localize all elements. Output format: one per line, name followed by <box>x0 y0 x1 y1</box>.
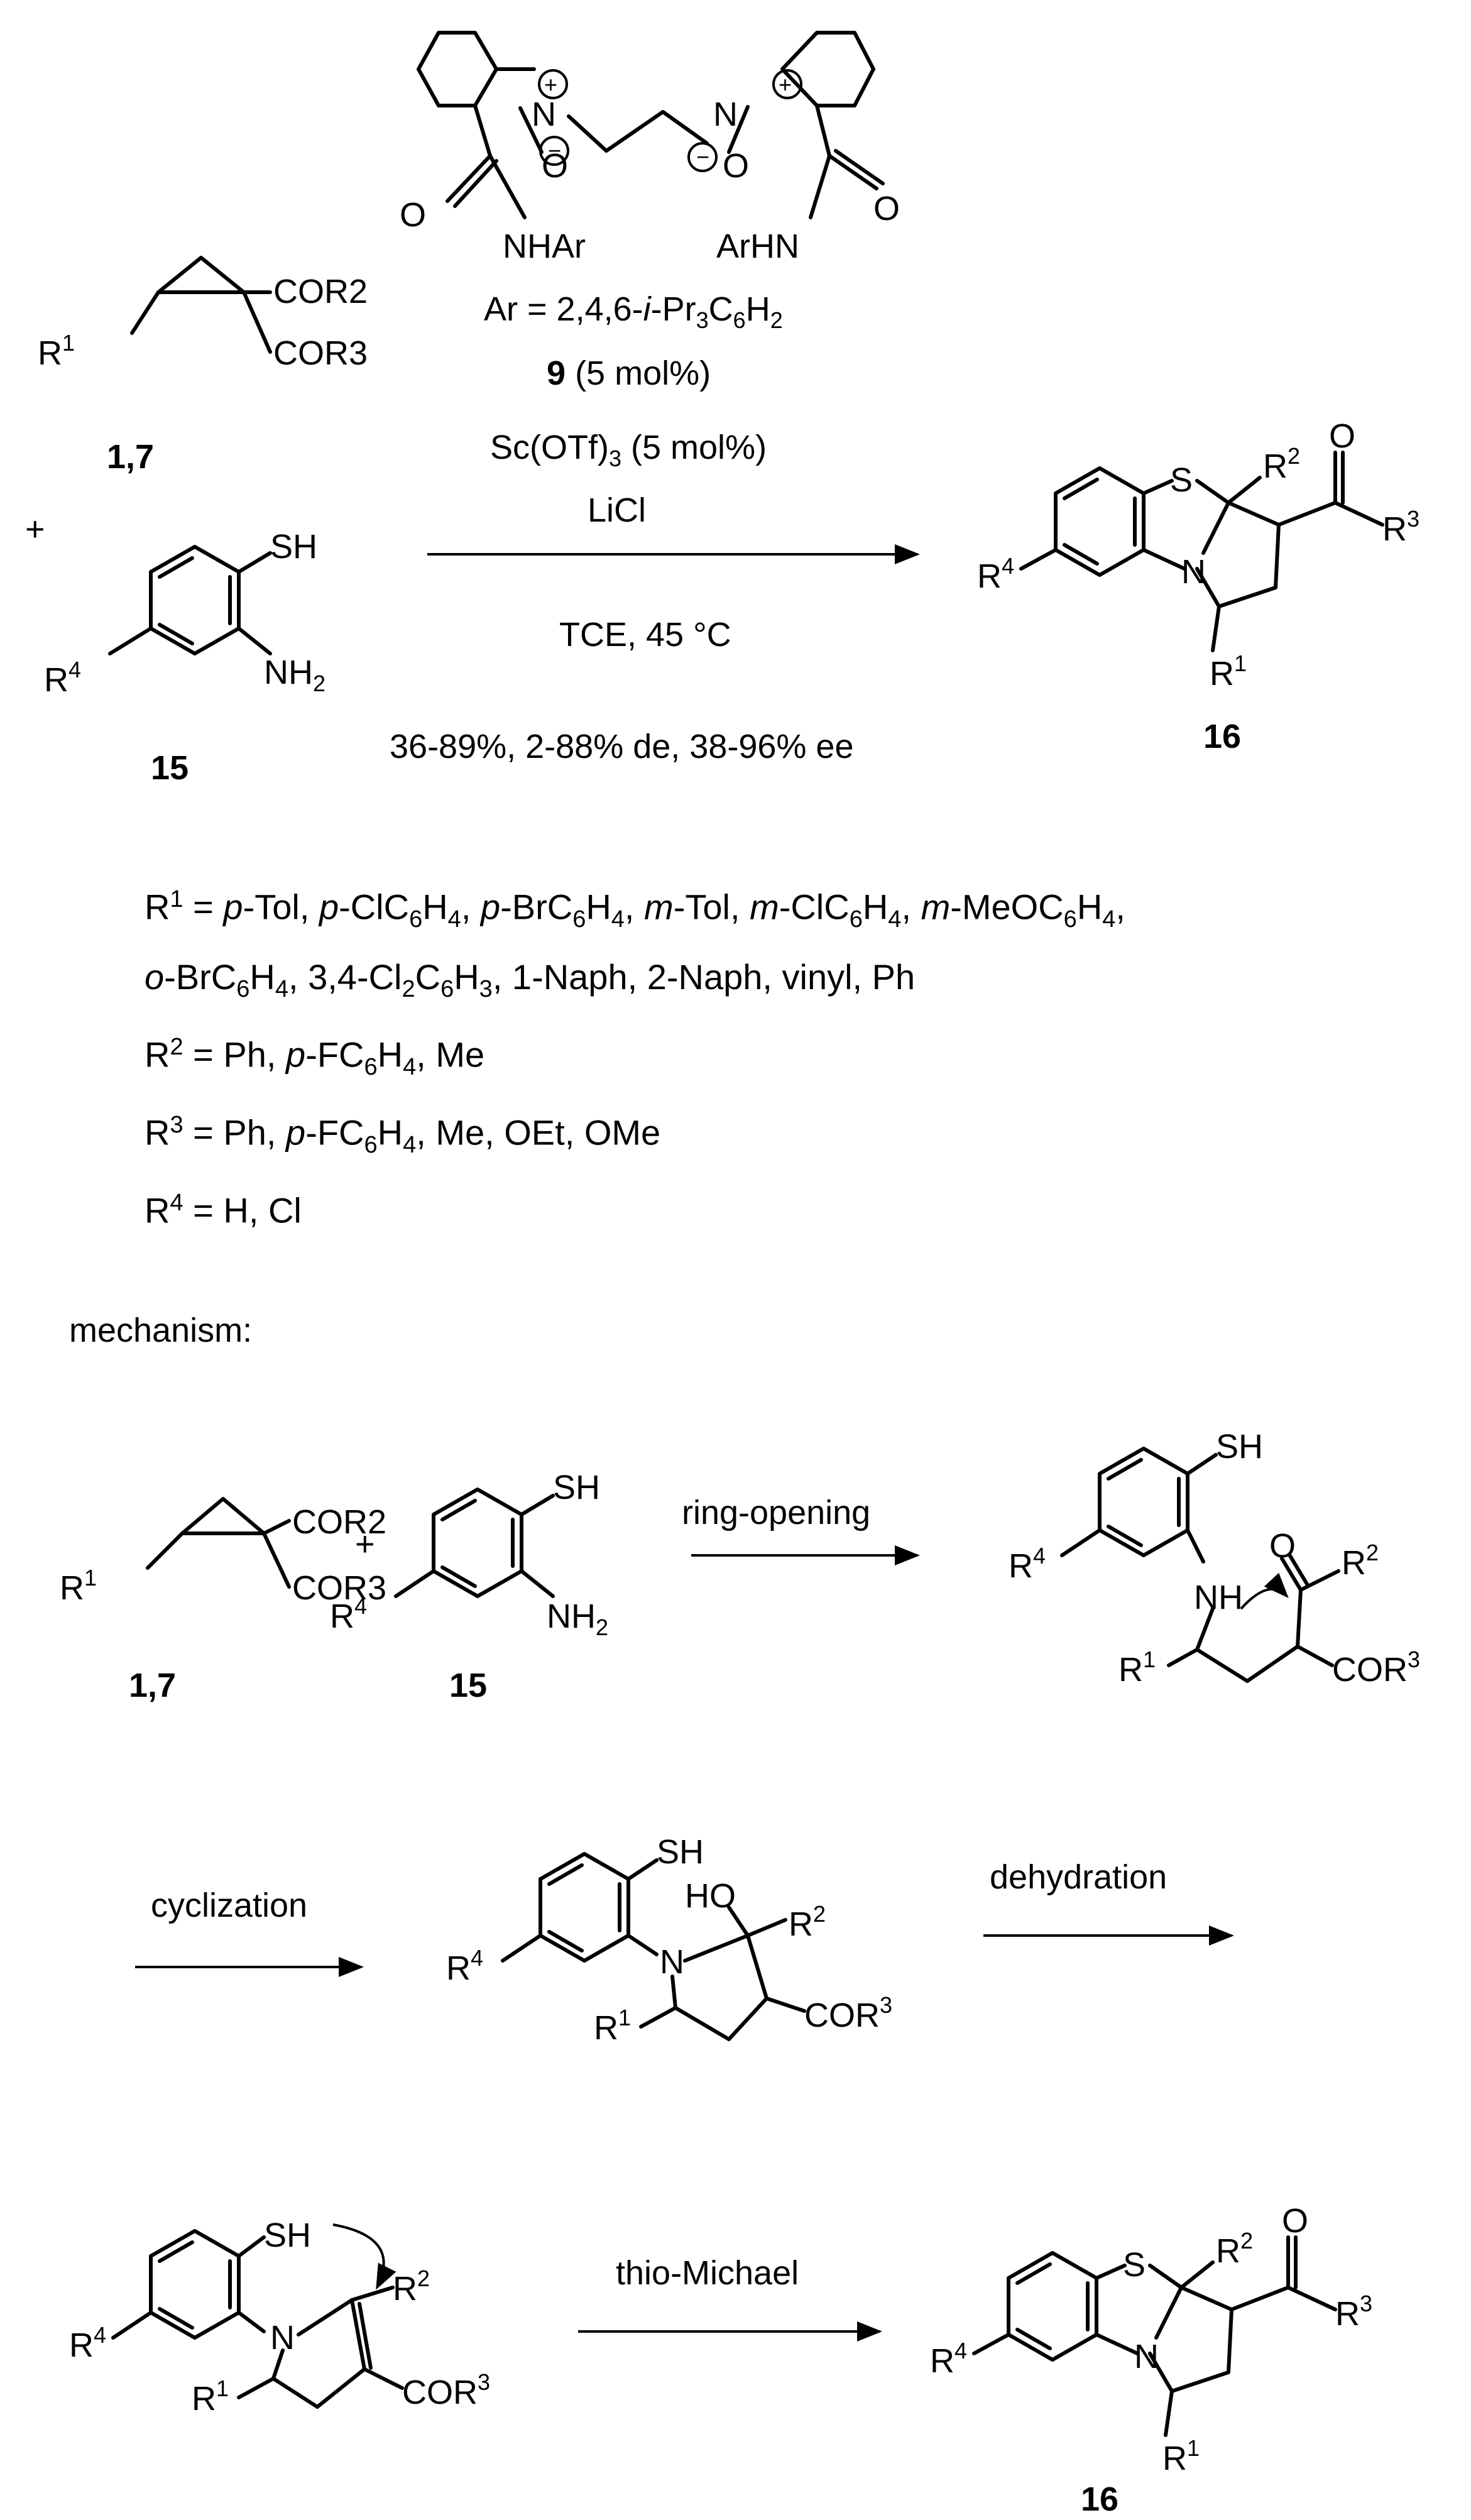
mech-int1-cor3: COR3 <box>1332 1646 1420 1689</box>
mech-int2-r4: R4 <box>446 1945 483 1987</box>
product-r1: R1 <box>1210 650 1247 693</box>
mech-plus: + <box>355 1525 375 1563</box>
mech-r1: R1 <box>60 1565 97 1607</box>
mech-int2-n: N <box>660 1943 684 1981</box>
mech-cyclopropane <box>146 1497 291 1589</box>
mech-int3-n: N <box>270 2319 295 2357</box>
mech-int2-r1: R1 <box>594 2005 631 2047</box>
legend-r1-cont: o-BrC6H4, 3,4-Cl2C6H3, 1-Naph, 2-Naph, v… <box>145 956 916 1003</box>
mech-int2-sh: SH <box>657 1833 704 1871</box>
mech-cor3: COR3 <box>292 1569 386 1607</box>
mech-sh: SH <box>553 1469 600 1506</box>
sh-15: SH <box>270 528 317 566</box>
legend-r3: R3 = Ph, p-FC6H4, Me, OEt, OMe <box>145 1111 661 1158</box>
lewis-acid: Sc(OTf)3 (5 mol%) <box>490 429 767 471</box>
product-16-structure <box>1019 451 1384 652</box>
legend-r1: R1 = p-Tol, p-ClC6H4, p-BrC6H4, m-Tol, m… <box>145 886 1125 933</box>
mech-ring-opened-intermediate <box>1060 1447 1340 1683</box>
ligand-arhn: ArHN <box>716 227 799 265</box>
mech-int3-cor3: COR3 <box>402 2369 490 2411</box>
mech-int3-sh: SH <box>264 2216 311 2254</box>
mech-label-15: 15 <box>449 1667 487 1704</box>
ligand-o-amide-left: O <box>400 196 426 234</box>
ligand-n-left: N <box>532 96 556 133</box>
svg-text:−: − <box>548 138 561 163</box>
substituent-legend: R1 = p-Tol, p-ClC6H4, p-BrC6H4, m-Tol, m… <box>145 870 1433 1239</box>
results: 36-89%, 2-88% de, 38-96% ee <box>390 728 854 765</box>
ligand-nhar: NHAr <box>503 227 586 265</box>
ligand-o-amide-right: O <box>873 190 900 227</box>
mech-int1-nh: NH <box>1194 1579 1243 1616</box>
mech-int2-cor3: COR3 <box>804 1992 892 2034</box>
mech-nh2: NH2 <box>547 1597 608 1640</box>
label-1-7: 1,7 <box>107 438 154 476</box>
cyclopropane-structure <box>130 256 272 354</box>
r4-15: R4 <box>44 657 81 699</box>
mech-int3-r4: R4 <box>69 2322 106 2364</box>
svg-text:+: + <box>544 72 557 97</box>
mech-int2-ho: HO <box>685 1877 736 1915</box>
mech-int2-r2: R2 <box>789 1901 826 1943</box>
aminothiophenol-structure <box>108 545 272 655</box>
mech-int3-r2: R2 <box>393 2265 430 2308</box>
mech-product-r3: R3 <box>1335 2291 1372 2333</box>
ligand-o-left: O <box>542 147 568 185</box>
mech-product-n: N <box>1134 2338 1159 2375</box>
legend-r4: R4 = H, Cl <box>145 1189 302 1230</box>
mech-product-r2: R2 <box>1216 2228 1253 2270</box>
product-o: O <box>1329 417 1355 455</box>
conditions: TCE, 45 °C <box>559 616 731 654</box>
product-r4: R4 <box>977 553 1014 595</box>
mech-product-s: S <box>1123 2246 1146 2284</box>
cyclopropane-cor3: COR3 <box>273 334 368 372</box>
mech-hemiaminal-intermediate <box>501 1852 806 2041</box>
mechanism-heading: mechanism: <box>69 1312 252 1349</box>
mech-product-r1: R1 <box>1162 2435 1200 2477</box>
mech-cor2: COR2 <box>292 1503 386 1541</box>
step-dehydration: dehydration <box>990 1858 1167 1896</box>
mech-product-r4: R4 <box>930 2338 967 2380</box>
mech-r4: R4 <box>330 1593 367 1635</box>
step-thio-michael: thio-Michael <box>616 2254 799 2292</box>
plus-sign: + <box>25 510 45 548</box>
label-16: 16 <box>1203 718 1241 755</box>
mech-label-16: 16 <box>1081 2480 1118 2518</box>
mech-aminothiophenol <box>394 1487 555 1598</box>
product-r3: R3 <box>1382 506 1419 548</box>
product-n: N <box>1181 553 1206 591</box>
additive: LiCl <box>588 491 646 529</box>
step-cyclization: cyclization <box>151 1887 307 1924</box>
step-ring-opening: ring-opening <box>682 1494 870 1531</box>
ligand-o-right: O <box>723 147 749 185</box>
nh2-15: NH2 <box>264 654 325 696</box>
mech-enamine-intermediate <box>111 2223 404 2409</box>
ligand-9-structure <box>417 31 885 219</box>
cyclopropane-r1: R1 <box>38 330 75 372</box>
product-s: S <box>1170 461 1193 499</box>
mech-int1-r2: R2 <box>1342 1540 1379 1582</box>
svg-text:+: + <box>779 72 792 97</box>
mech-int1-r4: R4 <box>1009 1543 1046 1585</box>
ligand-charges: + − − + <box>538 69 802 172</box>
ligand-n-right: N <box>713 96 738 133</box>
ligand-loading: 9 (5 mol%) <box>547 354 711 392</box>
mech-label-1-7: 1,7 <box>129 1667 176 1704</box>
mech-int1-o: O <box>1269 1527 1296 1565</box>
mech-int1-sh: SH <box>1216 1428 1263 1465</box>
svg-text:−: − <box>696 144 709 170</box>
cyclopropane-cor2: COR2 <box>273 273 368 310</box>
product-r2: R2 <box>1263 443 1300 485</box>
mech-product-16 <box>972 2235 1337 2437</box>
label-15: 15 <box>151 749 189 787</box>
mech-int1-r1: R1 <box>1118 1646 1156 1689</box>
legend-r2: R2 = Ph, p-FC6H4, Me <box>145 1034 485 1080</box>
mech-int3-r1: R1 <box>192 2375 229 2418</box>
mech-product-o: O <box>1282 2202 1308 2240</box>
ar-definition: Ar = 2,4,6-i-Pr3C6H2 <box>484 290 783 333</box>
